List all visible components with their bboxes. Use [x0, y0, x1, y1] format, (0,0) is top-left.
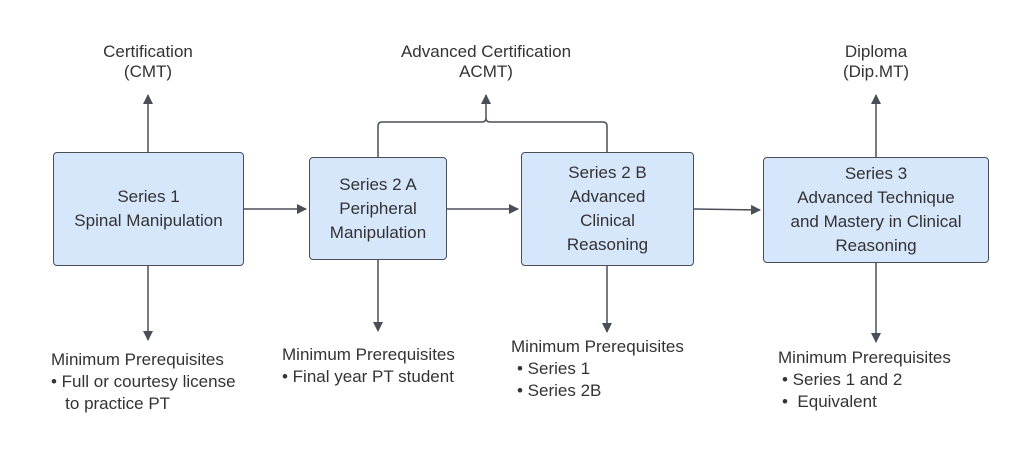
prereq-title: Minimum Prerequisites [511, 337, 684, 356]
series3-title: Series 3 [844, 164, 908, 183]
series2a-box: Series 2 A Peripheral Manipulation [309, 157, 447, 260]
series2a-line2: Peripheral [339, 198, 417, 218]
prereq-title: Minimum Prerequisites [282, 345, 455, 364]
advanced-certification-abbrev: ACMT) [459, 62, 513, 81]
diploma-label: Diploma (Dip.MT) [816, 42, 936, 82]
diploma-abbrev: (Dip.MT) [842, 62, 910, 81]
series1-box: Series 1 Spinal Manipulation [53, 152, 244, 266]
prereq-title: Minimum Prerequisites [51, 350, 224, 369]
series2a-line3: Manipulation [329, 222, 427, 242]
advanced-certification-label: Advanced Certification ACMT) [376, 42, 596, 82]
diploma-title: Diploma [844, 42, 908, 61]
series3-line4: Reasoning [835, 236, 917, 255]
series2a-title: Series 2 A [339, 174, 417, 194]
series3-line2: Advanced Technique [797, 188, 955, 207]
series3-line3: and Mastery in Clinical [790, 212, 962, 231]
series3-box: Series 3 Advanced Technique and Mastery … [763, 157, 989, 263]
certification-title: Certification [103, 42, 193, 61]
certification-label: Certification (CMT) [88, 42, 208, 82]
prereq-item: • Full or courtesy license [51, 372, 236, 391]
series2b-line3: Clinical [580, 211, 635, 230]
prereq-item: • Equivalent [782, 392, 877, 411]
series1-title: Series 1 [117, 187, 180, 206]
series2a-prerequisites: Minimum Prerequisites • Final year PT st… [282, 344, 455, 388]
series2b-line2: Advanced [569, 187, 646, 206]
series2b-line4: Reasoning [566, 235, 649, 254]
certification-abbrev: (CMT) [123, 62, 173, 81]
prereq-item: • Final year PT student [282, 367, 454, 386]
prereq-item: • Series 2B [517, 381, 602, 400]
prereq-title: Minimum Prerequisites [778, 348, 951, 367]
prereq-item: to practice PT [51, 394, 171, 413]
arrow-series2b-to-series3 [693, 204, 761, 215]
prereq-item: • Series 1 and 2 [782, 370, 903, 389]
series2b-prerequisites: Minimum Prerequisites • Series 1 • Serie… [511, 336, 684, 402]
series1-subtitle: Spinal Manipulation [74, 211, 223, 230]
series1-prerequisites: Minimum Prerequisites • Full or courtesy… [51, 349, 236, 415]
series3-prerequisites: Minimum Prerequisites • Series 1 and 2 •… [778, 347, 951, 413]
series2b-box: Series 2 B Advanced Clinical Reasoning [521, 152, 694, 266]
advanced-certification-title: Advanced Certification [400, 42, 572, 61]
prereq-item: • Series 1 [517, 359, 591, 378]
series2b-title: Series 2 B [568, 163, 647, 182]
